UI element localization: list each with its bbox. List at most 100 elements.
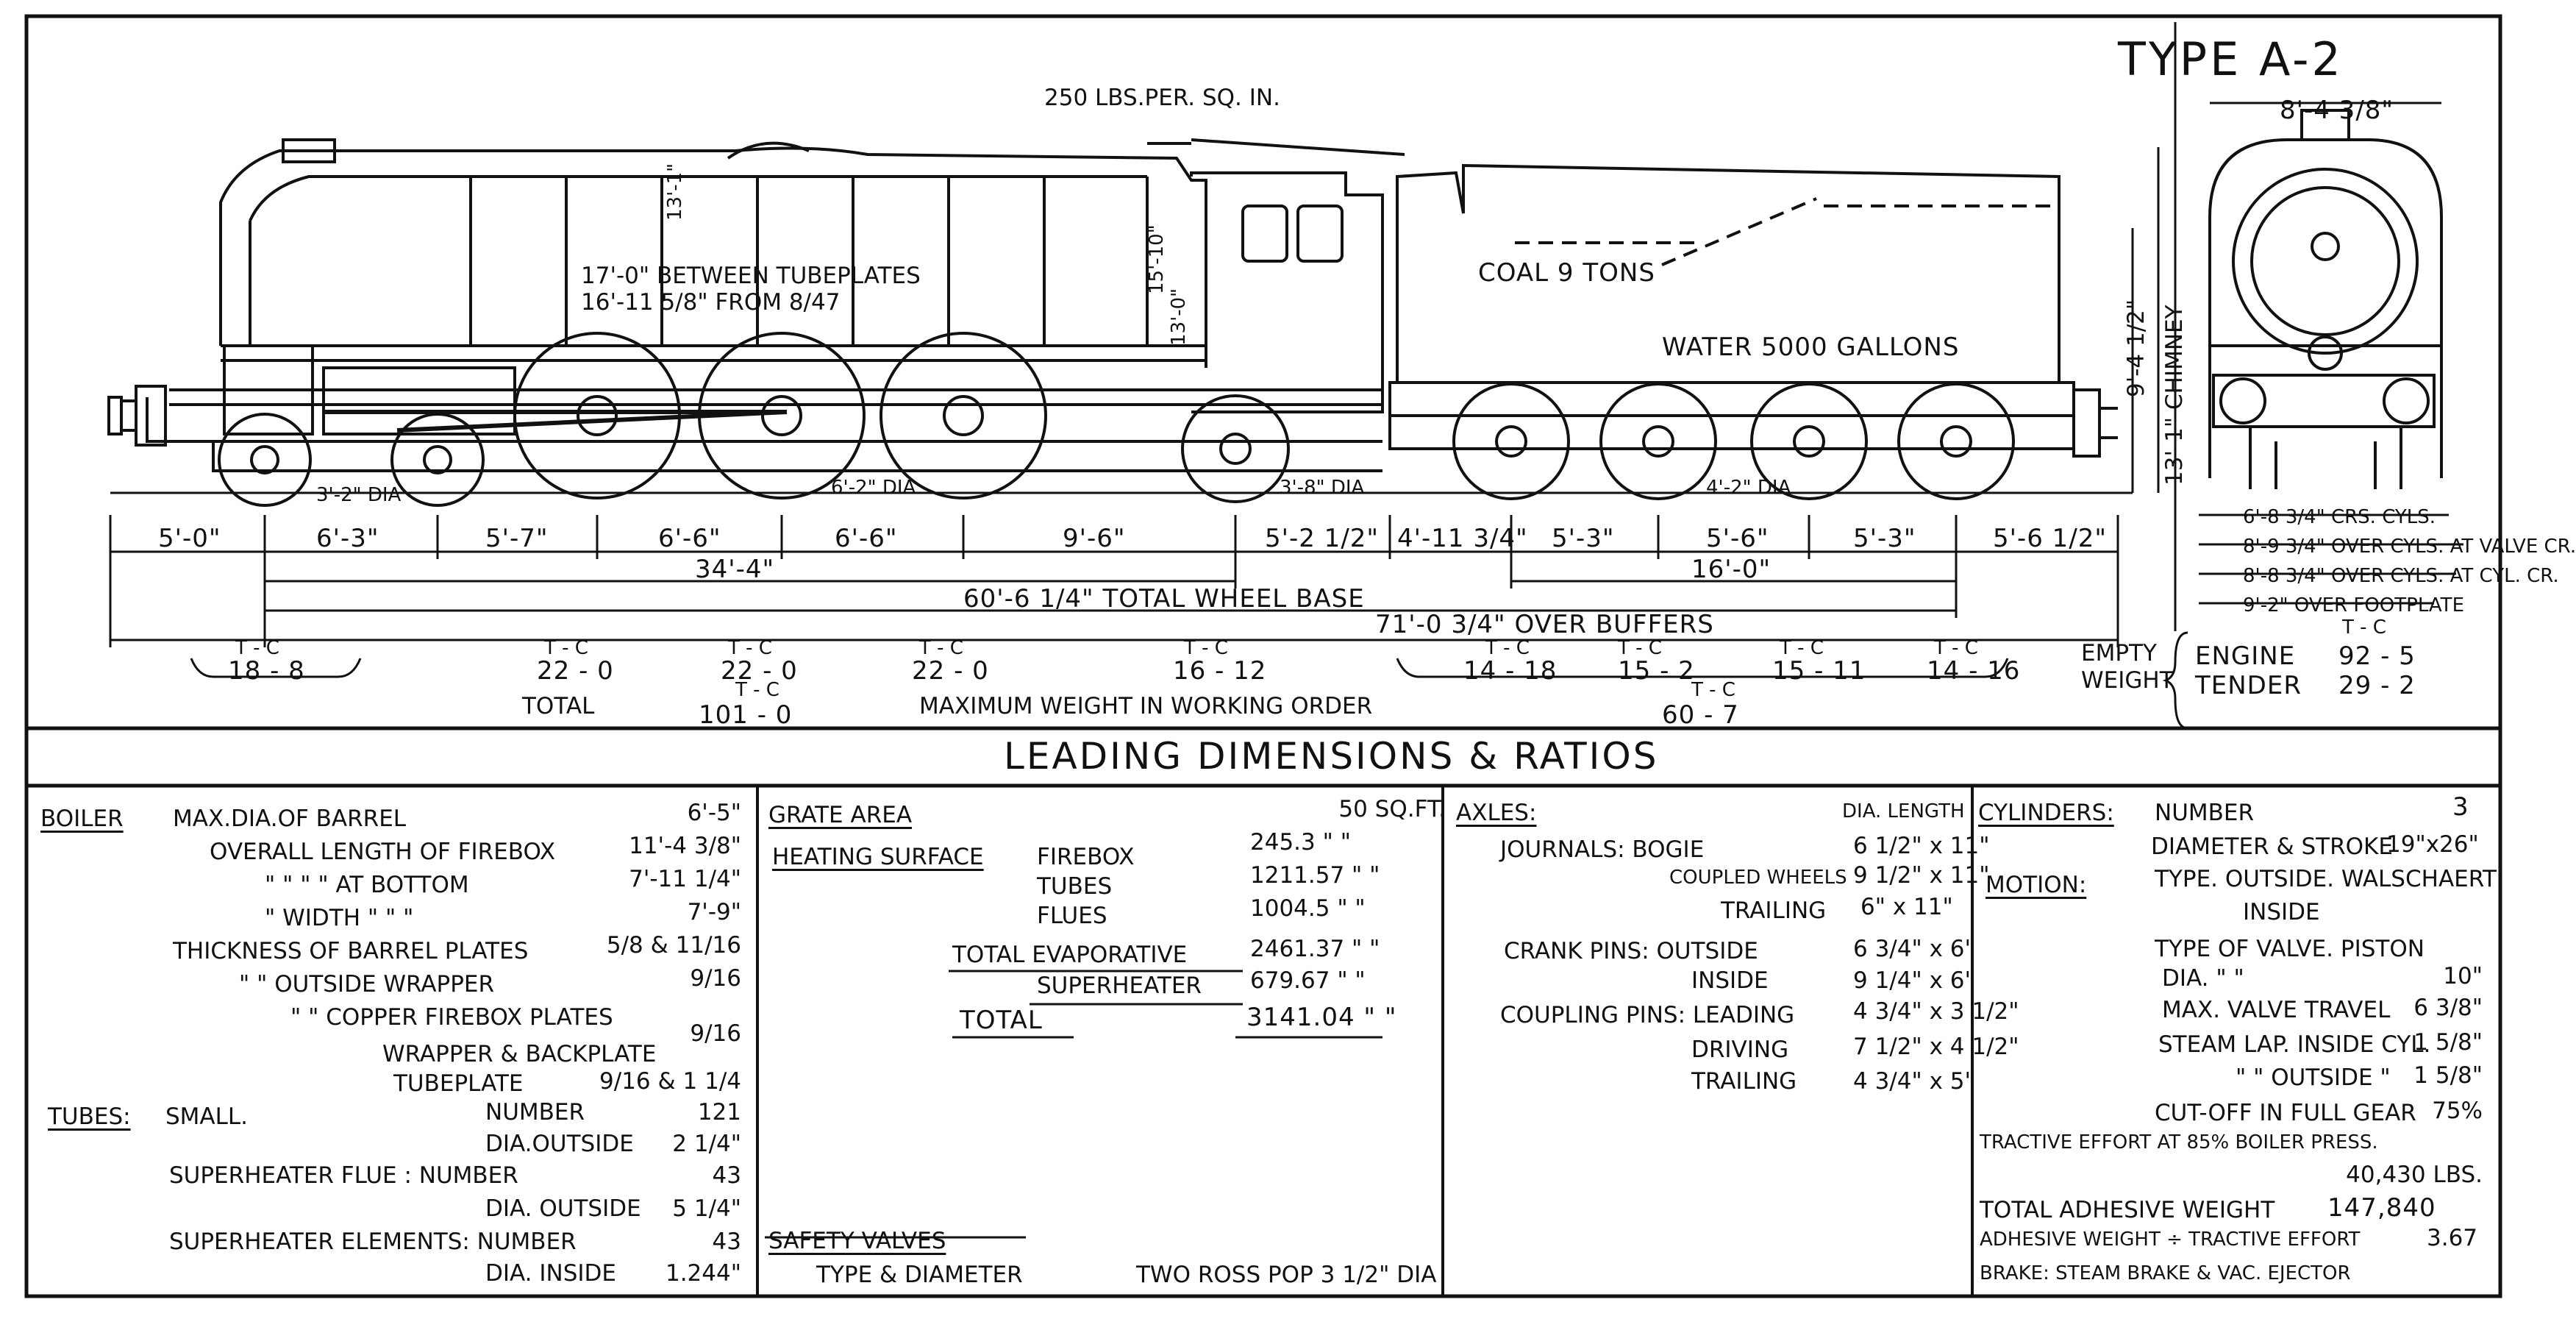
axle-row-value: 7 1/2" x 4 1/2": [1853, 1034, 2019, 1060]
tubes-row-label: DIA. OUTSIDE: [485, 1195, 641, 1222]
axle-weight: 22 - 0: [721, 656, 798, 686]
tubes-row-label: SUPERHEATER ELEMENTS: NUMBER: [169, 1229, 577, 1255]
motion-row-label: CUT-OFF IN FULL GEAR: [2155, 1100, 2416, 1126]
chimney-height-label: 13'-1" CHIMNEY: [2161, 305, 2188, 486]
axle-row-label: TRAILING: [1721, 897, 1827, 924]
axle-row-label: COUPLED WHEELS: [1669, 867, 1847, 889]
cylinders-bore-value: 19"x26": [2386, 831, 2479, 858]
axle-weight: 22 - 0: [912, 656, 989, 686]
boiler-pressure-label: 250 LBS.PER. SQ. IN.: [1044, 85, 1280, 111]
coupled-wheel-1: [513, 332, 681, 499]
tractive-effort-value: 40,430 LBS.: [2346, 1162, 2483, 1188]
boiler-row-value: 7'-11 1/4": [629, 866, 741, 892]
height-15-10-label: 15'-10": [1146, 224, 1168, 294]
wheel-spacing-dim: 5'-2 1/2": [1265, 524, 1380, 553]
heating-row-label: FIREBOX: [1037, 844, 1135, 870]
tender-wheel-2: [1599, 383, 1717, 500]
axle-weight: 22 - 0: [537, 656, 614, 686]
cylinders-heading: CYLINDERS:: [1978, 800, 2114, 826]
axle-row-value: 6 3/4" x 6": [1853, 936, 1975, 962]
end-width-label: 8'-4 3/8": [2280, 96, 2394, 125]
heating-total-value: 3141.04 " ": [1246, 1003, 1397, 1032]
axle-weight: 14 - 18: [1463, 656, 1558, 686]
grate-value: 50 SQ.FT.: [1338, 796, 1446, 822]
tractive-effort-label: TRACTIVE EFFORT AT 85% BOILER PRESS.: [1980, 1131, 2378, 1153]
axle-row-label: DRIVING: [1691, 1037, 1789, 1063]
heating-row-label: TUBES: [1037, 873, 1113, 900]
motion-row-label: TYPE. OUTSIDE. WALSCHAERT: [2155, 866, 2497, 892]
tubes-row-label: NUMBER: [485, 1099, 585, 1126]
axle-weight: 14 - 16: [1927, 656, 2021, 686]
wheel-spacing-dim: 5'-0": [158, 524, 221, 553]
tubes-row-value: 43: [712, 1162, 741, 1189]
heating-row-value: 245.3 " ": [1250, 829, 1351, 856]
cylinders-bore-label: DIAMETER & STROKE: [2151, 833, 2393, 860]
axle-row-value: 4 3/4" x 3 1/2": [1853, 998, 2019, 1025]
superheater-value: 679.67 " ": [1250, 967, 1366, 994]
tubeplates-label: 17'-0" BETWEEN TUBEPLATES: [581, 263, 921, 289]
locomotive-outline: [107, 138, 2118, 472]
weight-unit-label: T - C: [1184, 637, 1228, 659]
boiler-row-value: 7'-9": [687, 899, 741, 925]
bogie-wheel-dia-label: 3'-2" DIA: [316, 484, 402, 506]
adhesive-weight-label: TOTAL ADHESIVE WEIGHT: [1980, 1197, 2275, 1223]
end-view-dim: 9'-2" OVER FOOTPLATE: [2243, 594, 2464, 616]
motion-row-label: INSIDE: [2243, 899, 2320, 925]
max-weight-caption: MAXIMUM WEIGHT IN WORKING ORDER: [919, 693, 1373, 719]
motion-row-value: 75%: [2432, 1098, 2483, 1124]
section-title: LEADING DIMENSIONS & RATIOS: [1004, 735, 1659, 778]
cylinders-number-label: NUMBER: [2155, 800, 2255, 826]
front-end-view: [2208, 109, 2443, 489]
motion-heading: MOTION:: [1985, 872, 2087, 898]
total-label: TOTAL: [522, 693, 595, 719]
wheel-spacing-dim: 5'-3": [1552, 524, 1615, 553]
end-view-dim: 8'-8 3/4" OVER CYLS. AT CYL. CR.: [2243, 565, 2559, 587]
over-buffers-dim: 71'-0 3/4" OVER BUFFERS: [1375, 610, 1714, 639]
empty-weight-label: WEIGHT: [2081, 667, 2174, 694]
heating-row-label: FLUES: [1037, 903, 1107, 929]
heating-total-label: TOTAL: [960, 1006, 1043, 1035]
weight-unit-label: T - C: [1691, 679, 1735, 701]
tubeplates-from-label: 16'-11 5/8" FROM 8/47: [581, 289, 841, 316]
wheel-spacing-dim: 6'-6": [835, 524, 898, 553]
engine-total-weight: 101 - 0: [699, 700, 793, 730]
weight-unit-label: T - C: [2342, 616, 2386, 639]
coupled-wheel-2: [698, 332, 866, 499]
drawing-title: TYPE A-2: [2118, 32, 2344, 86]
boiler-row-label: MAX.DIA.OF BARREL: [173, 806, 407, 832]
axle-weight: 16 - 12: [1173, 656, 1267, 686]
coal-capacity-label: COAL 9 TONS: [1478, 258, 1655, 288]
axle-weight: 15 - 11: [1772, 656, 1866, 686]
safety-valves-label: TYPE & DIAMETER: [816, 1262, 1023, 1288]
tubes-row-value: 2 1/4": [672, 1131, 741, 1157]
total-evaporative-label: TOTAL EVAPORATIVE: [952, 942, 1188, 968]
heating-row-value: 1004.5 " ": [1250, 895, 1366, 922]
wheel-spacing-dim: 9'-6": [1063, 524, 1126, 553]
axle-row-value: 6 1/2" x 11": [1853, 833, 1990, 859]
wheel-spacing-dim: 6'-3": [316, 524, 379, 553]
tubes-row-value: 1.244": [665, 1260, 741, 1287]
trailing-wheel: [1181, 394, 1290, 503]
weight-unit-label: T - C: [235, 637, 279, 659]
axle-weight: 15 - 2: [1618, 656, 1695, 686]
adhesive-weight-value: 147,840: [2327, 1193, 2436, 1223]
motion-row-label: TYPE OF VALVE. PISTON: [2155, 936, 2425, 962]
boiler-row-label: WRAPPER & BACKPLATE: [382, 1041, 657, 1067]
boiler-row-label: TUBEPLATE: [393, 1070, 524, 1097]
trailing-wheel-dia-label: 3'-8" DIA: [1280, 477, 1365, 499]
height-13-1-label: 13'-1": [664, 163, 686, 221]
motion-row-label: " " OUTSIDE ": [2236, 1064, 2391, 1091]
coupled-wheel-3: [880, 332, 1047, 499]
height-13-0-label: 13'-0": [1168, 288, 1190, 346]
boiler-row-value: 9/16 & 1 1/4: [599, 1068, 741, 1095]
axle-row-label: CRANK PINS: OUTSIDE: [1504, 938, 1758, 964]
boiler-heading: BOILER: [40, 806, 124, 832]
motion-row-value: 1 5/8": [2413, 1062, 2483, 1089]
tubes-heading: TUBES:: [48, 1103, 131, 1130]
weight-unit-label: T - C: [544, 637, 588, 659]
cylinders-number-value: 3: [2452, 792, 2469, 822]
boiler-row-label: " " " " AT BOTTOM: [265, 872, 469, 898]
engine-empty-value: 92 - 5: [2338, 641, 2416, 671]
